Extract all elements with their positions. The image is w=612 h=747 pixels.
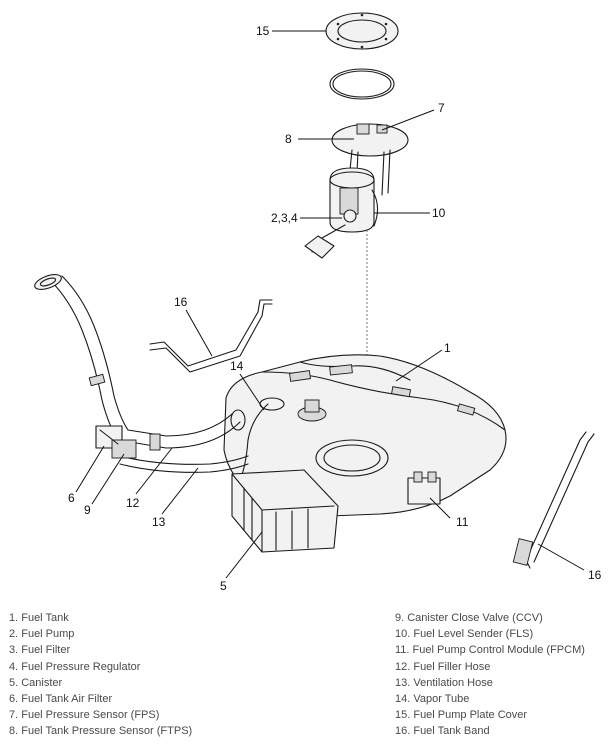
callout-6: 6 (68, 491, 75, 505)
legend-item: 7. Fuel Pressure Sensor (FPS) (9, 709, 160, 722)
legend-item: 8. Fuel Tank Pressure Sensor (FTPS) (9, 725, 193, 738)
legend-item: 4. Fuel Pressure Regulator (9, 660, 141, 673)
fuel-tank-band-right-outline (533, 433, 595, 563)
callout-16-upper: 16 (174, 295, 188, 309)
pump-o-ring (329, 68, 395, 100)
ventilation-hose (119, 455, 249, 465)
leader-lines (75, 30, 585, 579)
fuel-tank-band-right (525, 431, 587, 569)
callout-10: 10 (432, 206, 446, 220)
legend-column-left: 1. Fuel Tank 2. Fuel Pump 3. Fuel Filter… (9, 610, 192, 740)
fuel-pump-plate-cover (325, 12, 399, 50)
fuel-system-diagram: 15 7 8 2,3,4 10 16 1 14 6 9 12 13 11 5 1… (34, 12, 602, 593)
callout-8: 8 (285, 132, 292, 146)
air-filter-and-ccv (95, 425, 137, 459)
legend-item: 2. Fuel Pump (9, 628, 75, 641)
vapor-tube (239, 403, 269, 481)
legend-item: 11. Fuel Pump Control Module (FPCM) (395, 644, 585, 657)
legend-item: 9. Canister Close Valve (CCV) (395, 612, 543, 624)
callout-12: 12 (126, 496, 140, 510)
ventilation-hose-outline (119, 463, 249, 473)
canister (231, 469, 339, 553)
legend-item: 5. Canister (9, 676, 63, 689)
legend-item: 15. Fuel Pump Plate Cover (395, 709, 528, 722)
fuel-pump-control-module (407, 471, 441, 505)
callout-13: 13 (152, 515, 166, 529)
legend-item: 6. Fuel Tank Air Filter (9, 693, 113, 706)
callout-7: 7 (438, 101, 445, 115)
legend-column-right: 9. Canister Close Valve (CCV) 10. Fuel L… (395, 610, 585, 740)
callout-14: 14 (230, 359, 244, 373)
parts-legend: 1. Fuel Tank 2. Fuel Pump 3. Fuel Filter… (0, 610, 612, 747)
callout-16-right: 16 (588, 568, 602, 582)
fuel-tank-band-upper-outline (149, 299, 273, 367)
callout-5: 5 (220, 579, 227, 593)
legend-item: 14. Vapor Tube (395, 693, 470, 706)
callout-11: 11 (456, 515, 469, 529)
legend-item: 3. Fuel Filter (9, 644, 71, 657)
legend-item: 13. Ventilation Hose (395, 676, 493, 689)
fuel-filler-hose (34, 274, 246, 451)
legend-item: 1. Fuel Tank (9, 612, 69, 624)
fuel-pump-module (304, 123, 409, 259)
legend-item: 16. Fuel Tank Band (395, 725, 490, 738)
legend-item: 10. Fuel Level Sender (FLS) (395, 628, 534, 641)
callout-9: 9 (84, 503, 91, 517)
callout-2-3-4: 2,3,4 (271, 211, 298, 225)
fuel-tank-band-upper (149, 303, 273, 373)
callout-1: 1 (444, 341, 451, 355)
callout-15: 15 (256, 24, 270, 38)
legend-item: 12. Fuel Filler Hose (395, 660, 491, 673)
